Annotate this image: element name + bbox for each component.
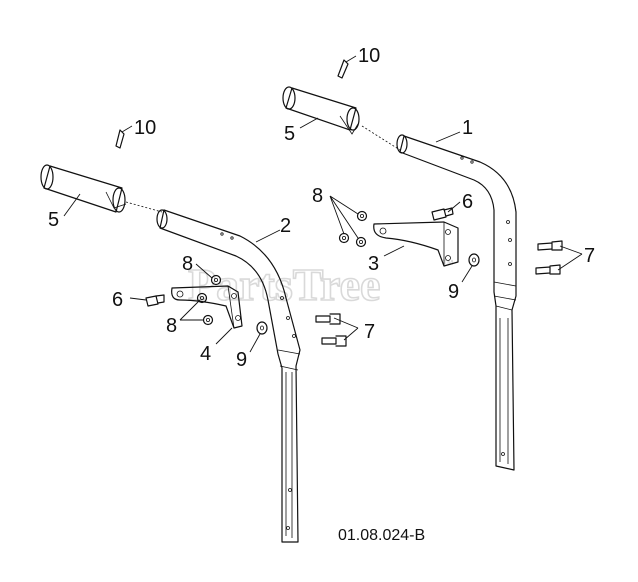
callout-9-right: 9 [448, 281, 459, 303]
callout-9-left: 9 [236, 349, 247, 371]
callout-6-left: 6 [112, 289, 123, 311]
callout-1: 1 [462, 117, 473, 139]
cable-tie-right-part-10[interactable] [337, 55, 357, 79]
leader-lines [63, 117, 583, 353]
bolt-right-part-6[interactable] [431, 207, 454, 221]
washer-right-part-9[interactable] [468, 253, 480, 267]
callout-7-left: 7 [364, 321, 375, 343]
callout-3: 3 [368, 253, 379, 275]
callout-8-right: 8 [312, 185, 323, 207]
callout-10-left: 10 [134, 117, 156, 139]
bracket-right-part-3[interactable] [373, 221, 459, 267]
watermark-trademark: ™ [442, 257, 454, 271]
callout-8-left-bottom: 8 [166, 315, 177, 337]
drawing-code: 01.08.024-B [338, 527, 425, 544]
grip-left-part-5[interactable] [40, 164, 163, 213]
bolts-right-part-7[interactable] [535, 240, 563, 275]
bolts-left-part-7[interactable] [315, 313, 347, 347]
cable-tie-left-part-10[interactable] [115, 125, 133, 149]
grip-right-part-5[interactable] [282, 86, 401, 151]
callout-2: 2 [280, 215, 291, 237]
bracket-left-part-4[interactable] [171, 285, 243, 329]
upper-handle-right-part-1[interactable] [396, 134, 517, 471]
nuts-left-part-8[interactable] [196, 274, 222, 326]
callout-7-right: 7 [584, 245, 595, 267]
callout-8-left-top: 8 [182, 253, 193, 275]
callout-6-right: 6 [462, 191, 473, 213]
callout-4: 4 [200, 343, 211, 365]
washer-left-part-9[interactable] [256, 321, 268, 335]
callout-5-right: 5 [284, 123, 295, 145]
bolt-left-part-6[interactable] [145, 294, 165, 307]
upper-handle-left-part-2[interactable] [156, 209, 301, 543]
callout-10-right: 10 [358, 45, 380, 67]
watermark: PartsTree [188, 259, 380, 310]
callout-5-left: 5 [48, 209, 59, 231]
